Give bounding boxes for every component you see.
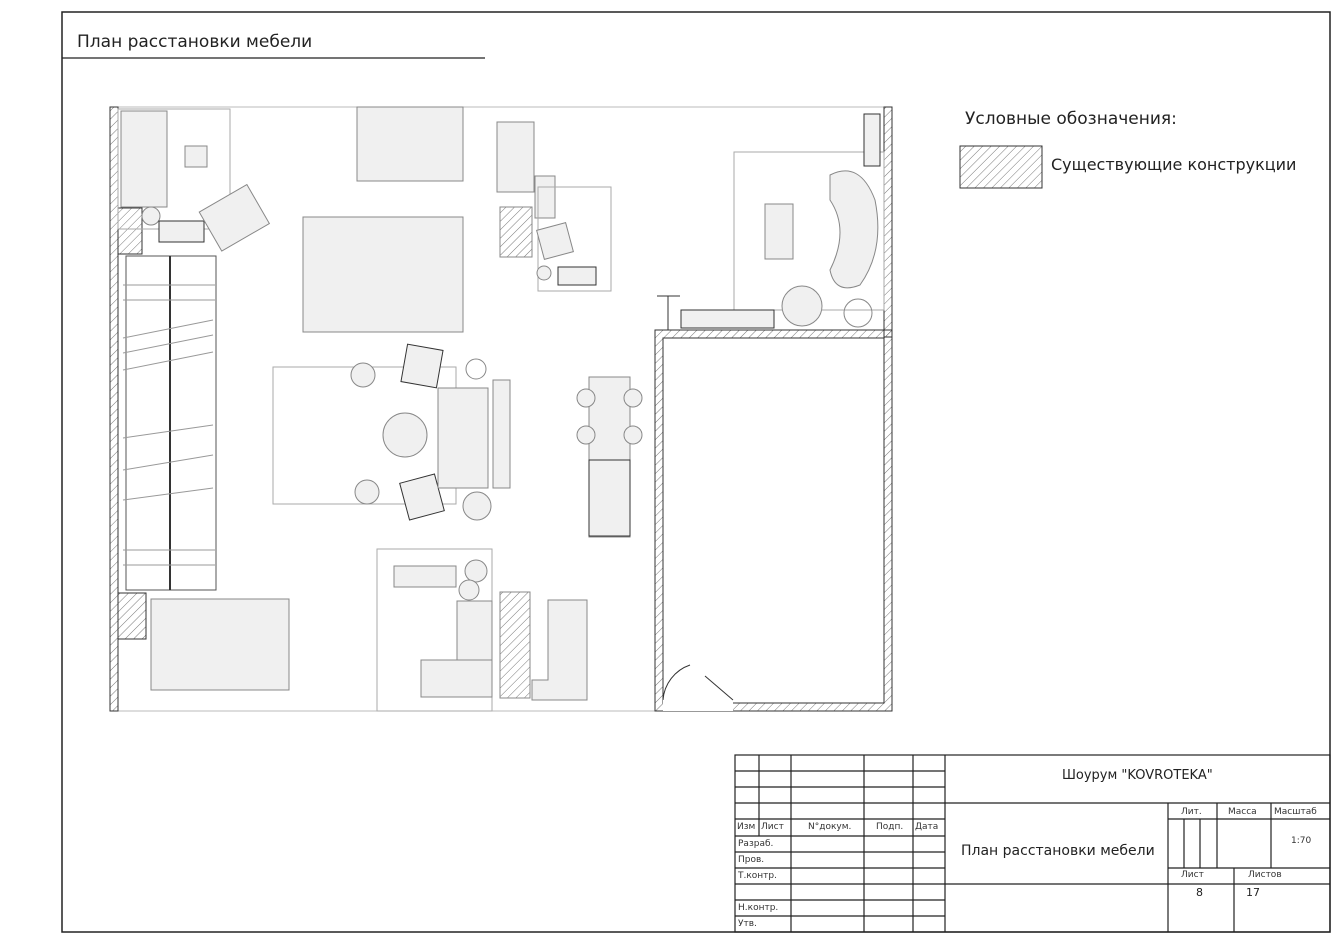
sheets-label: Листов: [1248, 870, 1282, 880]
sheet-label: Лист: [1181, 870, 1204, 880]
scale-value: 1:70: [1291, 836, 1312, 846]
title-block-grid: [734, 754, 1331, 933]
header-izm: Изм: [737, 822, 756, 832]
lit-label: Лит.: [1181, 807, 1202, 817]
scale-label: Масштаб: [1274, 807, 1317, 817]
legend-heading: Условные обозначения:: [965, 109, 1177, 129]
legend-hatch-swatch: [959, 145, 1043, 189]
sheets-total: 17: [1246, 886, 1260, 899]
sheet-number: 8: [1196, 886, 1203, 899]
header-list: Лист: [761, 822, 784, 832]
legend-item-label: Существующие конструкции: [1051, 155, 1297, 174]
role-prov: Пров.: [738, 855, 765, 865]
mass-label: Масса: [1228, 807, 1257, 817]
wall-left: [109, 106, 119, 712]
sheet-title: План расстановки мебели: [77, 32, 313, 52]
project-name: Шоурум "KOVROTEKA": [1062, 768, 1213, 783]
sheet-frame: [61, 11, 1331, 933]
header-doc: N°докум.: [808, 822, 852, 832]
armchair: [198, 183, 271, 252]
role-razrab: Разраб.: [738, 839, 774, 849]
floor-plan: [109, 106, 893, 712]
header-date: Дата: [915, 822, 939, 832]
header-sign: Подп.: [876, 822, 904, 832]
sofa: [437, 387, 489, 489]
sofa: [120, 110, 168, 208]
role-nkontr: Н.контр.: [738, 903, 779, 913]
drawing-name: План расстановки мебели: [961, 843, 1155, 859]
role-tkontr: Т.контр.: [738, 871, 778, 881]
role-utv: Утв.: [738, 919, 757, 929]
